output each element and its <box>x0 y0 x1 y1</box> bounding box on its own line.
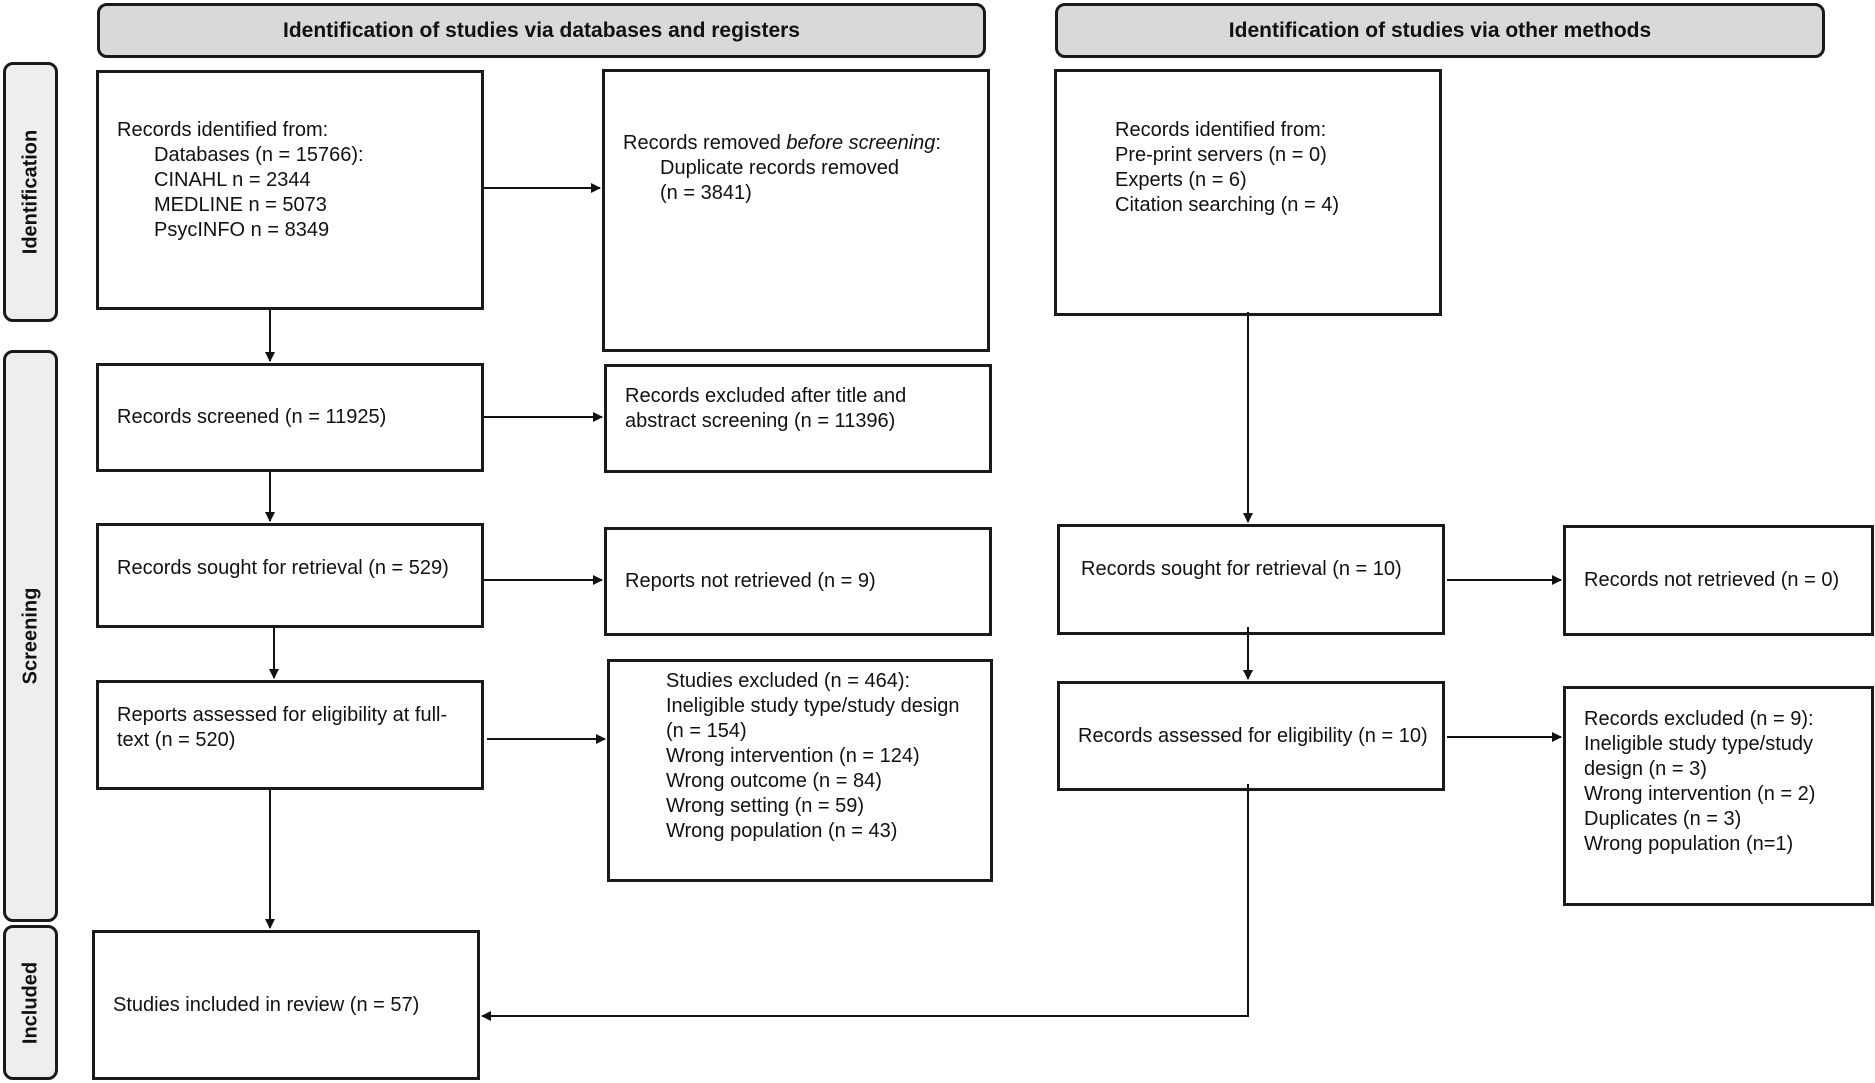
db-removed-line3: (n = 3841) <box>660 181 752 204</box>
db-sought-text: Records sought for retrieval (n = 529) <box>117 557 449 579</box>
db-identified-line3: CINAHL n = 2344 <box>154 168 311 191</box>
header-databases: Identification of studies via databases … <box>97 3 986 58</box>
db-identified-line4: MEDLINE n = 5073 <box>154 193 327 216</box>
other-records-identified-box: Records identified from: Pre-print serve… <box>1054 69 1442 316</box>
stage-identification-label: Identification <box>19 129 41 255</box>
other-sought-text: Records sought for retrieval (n = 10) <box>1081 558 1402 580</box>
db-included-box: Studies included in review (n = 57) <box>92 930 480 1080</box>
db-excluded-ft-line7: Wrong population (n = 43) <box>666 820 898 842</box>
other-identified-line3: Experts (n = 6) <box>1115 168 1247 191</box>
other-not-retrieved-box: Records not retrieved (n = 0) <box>1563 525 1874 636</box>
db-sought-box: Records sought for retrieval (n = 529) <box>96 523 484 628</box>
other-excluded-line5: Wrong population (n=1) <box>1584 833 1794 855</box>
db-not-retrieved-box: Reports not retrieved (n = 9) <box>604 527 992 636</box>
db-removed-prefix: Records removed <box>623 131 787 154</box>
db-included-text: Studies included in review (n = 57) <box>113 993 420 1016</box>
other-excluded-line3: Wrong intervention (n = 2) <box>1584 783 1816 805</box>
db-excluded-ta-box: Records excluded after title and abstrac… <box>604 364 992 473</box>
db-excluded-ta-text: Records excluded after title and abstrac… <box>625 384 907 432</box>
stage-included-label: Included <box>19 961 41 1044</box>
stage-included: Included <box>3 925 58 1080</box>
stage-screening-label: Screening <box>19 587 41 685</box>
db-excluded-ft-line6: Wrong setting (n = 59) <box>666 795 865 817</box>
other-excluded-line2: Ineligible study type/study design (n = … <box>1584 733 1814 780</box>
stage-screening: Screening <box>3 350 58 922</box>
other-identified-line2: Pre-print servers (n = 0) <box>1115 143 1327 166</box>
other-identified-line1: Records identified from: <box>1115 118 1327 141</box>
db-assessed-text: Reports assessed for eligibility at full… <box>117 704 448 751</box>
db-screened-text: Records screened (n = 11925) <box>117 406 387 428</box>
db-records-screened-box: Records screened (n = 11925) <box>96 363 484 472</box>
other-excluded-line4: Duplicates (n = 3) <box>1584 808 1742 830</box>
db-removed-line1: Records removed before screening: <box>623 131 979 156</box>
db-removed-emph: before screening <box>786 131 936 154</box>
other-assessed-box: Records assessed for eligibility (n = 10… <box>1057 681 1445 791</box>
other-excluded-line1: Records excluded (n = 9): <box>1584 708 1814 730</box>
other-assessed-text: Records assessed for eligibility (n = 10… <box>1078 724 1428 747</box>
other-excluded-box: Records excluded (n = 9): Ineligible stu… <box>1563 686 1874 906</box>
db-excluded-ft-line5: Wrong outcome (n = 84) <box>666 770 882 792</box>
db-assessed-box: Reports assessed for eligibility at full… <box>96 680 484 790</box>
db-removed-suffix: : <box>935 131 941 154</box>
db-identified-line2: Databases (n = 15766): <box>154 143 364 166</box>
other-not-retrieved-text: Records not retrieved (n = 0) <box>1584 569 1840 591</box>
header-other-methods: Identification of studies via other meth… <box>1055 3 1825 58</box>
db-identified-line5: PsycINFO n = 8349 <box>154 218 330 241</box>
db-excluded-ft-box: Studies excluded (n = 464): Ineligible s… <box>607 659 993 882</box>
stage-identification: Identification <box>3 62 58 322</box>
other-sought-box: Records sought for retrieval (n = 10) <box>1057 524 1445 635</box>
db-records-removed-box: Records removed before screening: Duplic… <box>602 69 990 352</box>
db-excluded-ft-line1: Studies excluded (n = 464): <box>666 670 911 692</box>
other-identified-line4: Citation searching (n = 4) <box>1115 193 1340 216</box>
db-excluded-ft-line3: (n = 154) <box>666 720 747 742</box>
db-excluded-ft-line4: Wrong intervention (n = 124) <box>666 745 920 767</box>
db-records-identified-box: Records identified from: Databases (n = … <box>96 70 484 310</box>
db-not-retrieved-text: Reports not retrieved (n = 9) <box>625 570 876 592</box>
db-excluded-ft-line2: Ineligible study type/study design <box>666 695 960 717</box>
db-identified-line1: Records identified from: <box>117 118 329 141</box>
db-removed-line2: Duplicate records removed <box>660 156 899 179</box>
